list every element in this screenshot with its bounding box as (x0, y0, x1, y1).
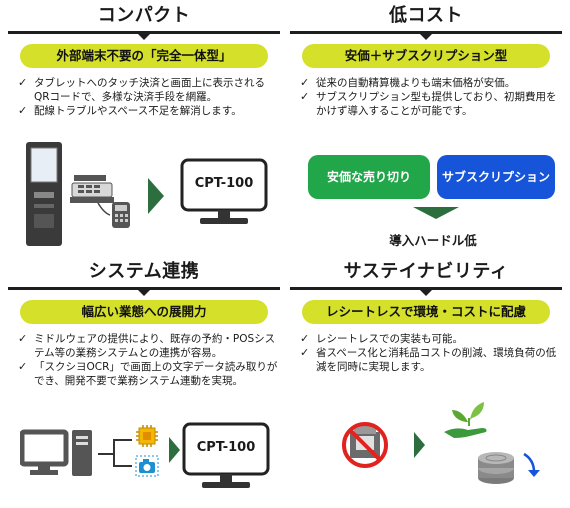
desktop-pc-icon (20, 429, 92, 476)
camera-icon (135, 455, 159, 477)
bullet-list: ミドルウェアの提供により、既存の予約・POSシステム等の業務システムとの連携が容… (18, 332, 280, 388)
panel-title: システム連携 (88, 261, 200, 282)
hand-plant-icon (444, 402, 487, 438)
panel-subtitle: 安価＋サブスクリプション型 (302, 44, 550, 68)
title-underline (8, 287, 280, 290)
title-underline (290, 31, 562, 34)
chip-icon (136, 425, 158, 447)
bullet-list: 従来の自動精算機よりも端末価格が安価。 サブスクリプション型も提供しており、初期… (300, 76, 562, 118)
device-label: CPT-100 (194, 176, 254, 191)
panel-title: コンパクト (97, 5, 191, 26)
panel-compact: コンパクト 外部端末不要の「完全一体型」 タブレットへのタッチ決済と画面上に表示… (8, 4, 280, 118)
panel-title: 低コスト (389, 5, 463, 26)
connector-lines (98, 439, 132, 467)
coins-icon (478, 452, 514, 484)
cash-register-icon (70, 175, 114, 216)
bullet-item: 「スクシヨOCR」で画面上の文字データ読み取りができ、開発不要で業務システム連動… (18, 360, 280, 388)
panel-sustainability: サステイナビリティ レシートレスで環境・コストに配慮 レシートレスでの実装も可能… (290, 260, 562, 374)
title-underline (8, 31, 280, 34)
bullet-item: 配線トラブルやスペース不足を解消します。 (18, 104, 280, 118)
option-subscription-button: サブスクリプション (437, 155, 555, 199)
bullet-item: レシートレスでの実装も可能。 (300, 332, 562, 346)
option-buy-button: 安価な売り切り (308, 155, 430, 199)
bullet-item: 省スペース化と消耗品コストの削減、環境負荷の低減を同時に実現します。 (300, 346, 562, 374)
down-triangle-icon (413, 207, 459, 219)
tablet-terminal-icon: CPT-100 (180, 422, 272, 492)
panel-low-cost: 低コスト 安価＋サブスクリプション型 従来の自動精算機よりも端末価格が安価。 サ… (290, 4, 562, 118)
title-underline (290, 287, 562, 290)
down-arrow-icon (523, 452, 540, 477)
tablet-terminal-icon: CPT-100 (178, 158, 270, 228)
panel-title: サステイナビリティ (343, 261, 509, 282)
bullet-item: タブレットへのタッチ決済と画面上に表示される QRコードで、多様な決済手段を網羅… (18, 76, 280, 104)
bullet-item: ミドルウェアの提供により、既存の予約・POSシステム等の業務システムとの連携が容… (18, 332, 280, 360)
bullet-list: タブレットへのタッチ決済と画面上に表示される QRコードで、多様な決済手段を網羅… (18, 76, 280, 118)
no-receipt-printer-icon (342, 422, 388, 468)
right-arrow-icon (148, 178, 164, 214)
right-arrow-icon (169, 437, 180, 463)
panel-subtitle: レシートレスで環境・コストに配慮 (302, 300, 550, 324)
device-label: CPT-100 (196, 440, 256, 455)
bullet-list: レシートレスでの実装も可能。 省スペース化と消耗品コストの削減、環境負荷の低減を… (300, 332, 562, 374)
bullet-item: サブスクリプション型も提供しており、初期費用をかけず導入することが可能です。 (300, 90, 562, 118)
panel-subtitle: 幅広い業態への展開力 (20, 300, 268, 324)
result-caption: 導入ハードル低 (389, 233, 477, 248)
right-arrow-icon (414, 432, 425, 458)
card-reader-icon (112, 202, 130, 228)
kiosk-icon (26, 142, 62, 246)
bullet-item: 従来の自動精算機よりも端末価格が安価。 (300, 76, 562, 90)
panel-subtitle: 外部端末不要の「完全一体型」 (20, 44, 268, 68)
panel-integration: システム連携 幅広い業態への展開力 ミドルウェアの提供により、既存の予約・POS… (8, 260, 280, 388)
